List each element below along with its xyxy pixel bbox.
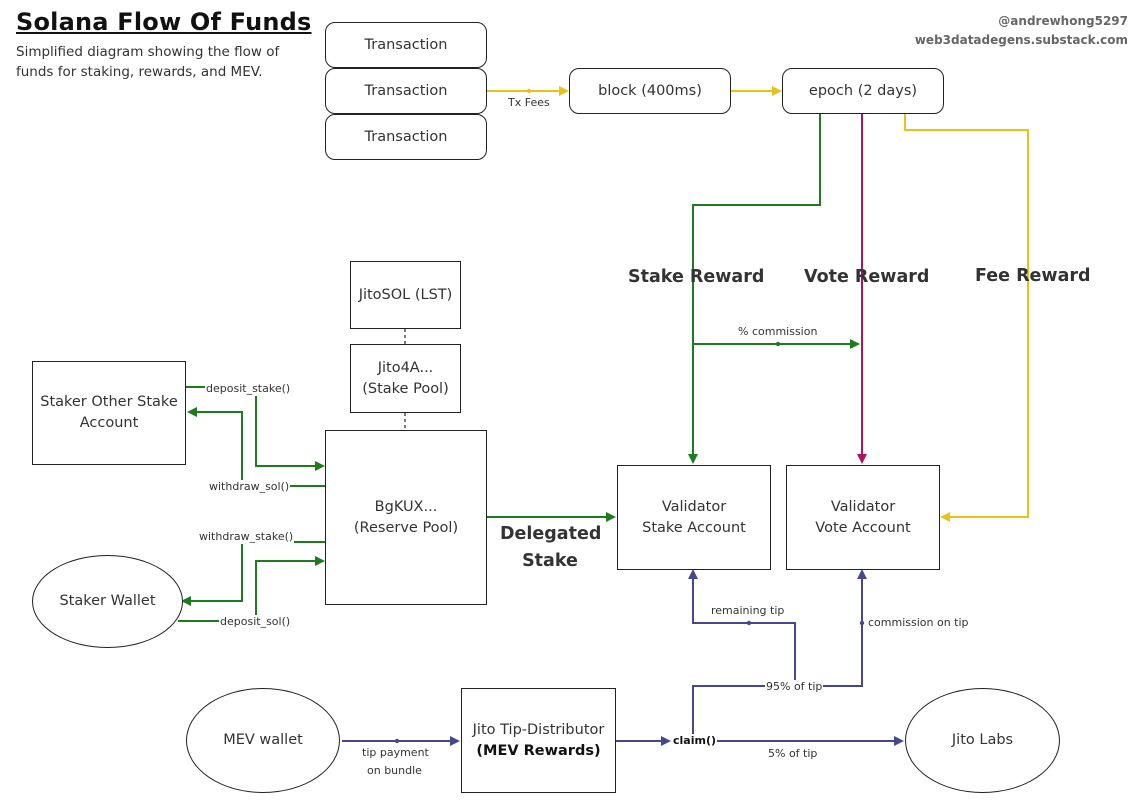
tip-payment-midpoint <box>394 738 400 744</box>
remaining-tip-label: remaining tip <box>710 604 786 618</box>
staker-wallet-node: Staker Wallet <box>32 555 183 648</box>
epoch-label: epoch (2 days) <box>808 82 918 99</box>
delegated-stake-label: Delegated Stake <box>500 522 602 573</box>
delegated-stake-label-line1: Delegated <box>500 524 602 544</box>
stake-reward-label: Stake Reward <box>628 267 765 287</box>
stake-pool-node: Jito4A... (Stake Pool) <box>350 344 461 413</box>
block-label: block (400ms) <box>598 82 702 99</box>
tip-distributor-label-line1: Jito Tip-Distributor <box>472 721 605 738</box>
validator-vote-account-node: Validator Vote Account <box>786 465 940 570</box>
transaction-node-1: Transaction <box>325 22 487 68</box>
commission-on-tip-label: commission on tip <box>867 616 970 630</box>
validator-vote-label-line1: Validator <box>830 498 896 515</box>
validator-vote-label-line2: Vote Account <box>815 519 911 536</box>
block-node: block (400ms) <box>569 68 731 114</box>
deposit-sol-label: deposit_sol() <box>219 615 292 629</box>
validator-stake-account-node: Validator Stake Account <box>617 465 771 570</box>
jitosol-label: JitoSOL (LST) <box>358 286 453 303</box>
author-handle: @andrewhong5297 <box>998 14 1128 28</box>
claim-label: claim() <box>672 734 718 748</box>
withdraw-sol-label: withdraw_sol() <box>208 480 291 494</box>
deposit-sol-connector <box>178 556 325 622</box>
stake-reward-connector <box>688 114 821 464</box>
transaction-label: Transaction <box>364 36 448 53</box>
tip-payment-label-line1: tip payment <box>362 746 429 759</box>
mev-wallet-node: MEV wallet <box>186 688 340 793</box>
jito-labs-label: Jito Labs <box>951 732 1014 748</box>
transaction-node-3: Transaction <box>325 114 487 160</box>
diagram-subtitle: Simplified diagram showing the flow of f… <box>16 44 280 80</box>
deposit-stake-label: deposit_stake() <box>205 382 292 396</box>
reserve-pool-label-line1: BgKUX... <box>374 498 438 515</box>
transaction-label: Transaction <box>364 82 448 99</box>
staker-other-label-line2: Account <box>79 415 139 431</box>
withdraw-stake-connector <box>181 541 325 606</box>
tx-fees-label: Tx Fees <box>507 96 551 110</box>
jitosol-node: JitoSOL (LST) <box>350 261 461 329</box>
five-tip-label: 5% of tip <box>767 747 819 761</box>
staker-other-stake-account-node: Staker Other Stake Account <box>32 361 186 465</box>
tip-payment-label-line2: on bundle <box>367 764 422 777</box>
ninety-five-tip-label: 95% of tip <box>765 680 824 694</box>
tip-distributor-node: Jito Tip-Distributor (MEV Rewards) <box>461 688 616 793</box>
withdraw-stake-label: withdraw_stake() <box>198 530 295 544</box>
transaction-node-2: Transaction <box>325 68 487 114</box>
staker-wallet-label: Staker Wallet <box>59 593 156 609</box>
diagram-title: Solana Flow Of Funds <box>16 8 312 36</box>
commission-tip-midpoint <box>859 620 865 626</box>
staker-other-label-line1: Staker Other Stake <box>40 394 178 410</box>
tip-distributor-label-line2: (MEV Rewards) <box>476 742 601 759</box>
epoch-node: epoch (2 days) <box>782 68 944 114</box>
validator-stake-label-line2: Stake Account <box>642 519 746 536</box>
vote-reward-label: Vote Reward <box>804 267 930 287</box>
validator-stake-label-line1: Validator <box>661 498 727 515</box>
jito-labs-node: Jito Labs <box>905 688 1060 793</box>
mev-wallet-label: MEV wallet <box>223 732 303 748</box>
fee-reward-label: Fee Reward <box>975 266 1091 286</box>
delegated-stake-label-line2: Stake <box>522 551 578 571</box>
remaining-tip-connector <box>688 569 796 686</box>
reserve-pool-label-line2: (Reserve Pool) <box>353 519 459 536</box>
reserve-pool-node: BgKUX... (Reserve Pool) <box>325 430 487 605</box>
commission-label: % commission <box>737 325 819 339</box>
fee-reward-connector <box>904 114 1029 522</box>
commission-midpoint <box>775 341 781 347</box>
ninety-five-tip-connector <box>692 569 867 741</box>
stake-pool-label-line2: (Stake Pool) <box>362 380 449 397</box>
remaining-tip-midpoint <box>746 620 752 626</box>
deposit-stake-connector <box>186 386 325 471</box>
stake-pool-label-line1: Jito4A... <box>377 359 434 376</box>
author-site: web3datadegens.substack.com <box>914 33 1128 47</box>
transaction-label: Transaction <box>364 128 448 145</box>
tx-fees-midpoint <box>526 88 532 94</box>
